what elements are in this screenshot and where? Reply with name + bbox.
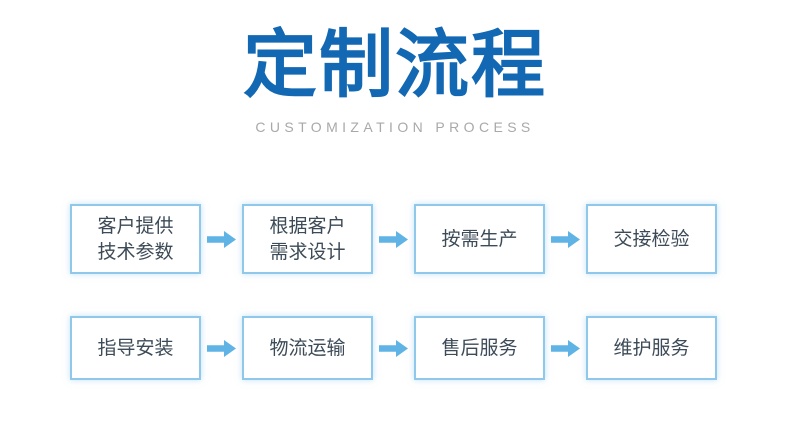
arrow-right-icon bbox=[373, 335, 414, 361]
flow-step-line: 技术参数 bbox=[97, 241, 174, 263]
flow-step-box[interactable]: 客户提供 技术参数 bbox=[70, 204, 201, 274]
arrow-right-icon bbox=[545, 335, 586, 361]
flow-step-line: 售后服务 bbox=[441, 337, 518, 359]
flow-step-line: 客户提供 bbox=[97, 215, 174, 237]
flow-step-line: 按需生产 bbox=[441, 228, 518, 250]
flow-step-box[interactable]: 按需生产 bbox=[414, 204, 545, 274]
page-title: 定制流程 bbox=[243, 22, 547, 108]
arrow-right-icon bbox=[201, 226, 242, 252]
flow-step-line: 指导安装 bbox=[97, 337, 174, 359]
flow-step-box[interactable]: 交接检验 bbox=[586, 204, 717, 274]
flow-row-2: 指导安装 物流运输 售后服务 维护服务 bbox=[70, 316, 717, 380]
flow-step-line: 根据客户 bbox=[269, 215, 346, 237]
flow-row-1: 客户提供 技术参数 根据客户 需求设计 按需生产 交接检验 bbox=[70, 204, 717, 274]
flow-step-box[interactable]: 维护服务 bbox=[586, 316, 717, 380]
arrow-right-icon bbox=[201, 335, 242, 361]
page-subtitle: CUSTOMIZATION PROCESS bbox=[255, 119, 535, 135]
arrow-right-icon bbox=[373, 226, 414, 252]
flow-step-box[interactable]: 物流运输 bbox=[242, 316, 373, 380]
flow-step-box[interactable]: 售后服务 bbox=[414, 316, 545, 380]
flow-step-line: 交接检验 bbox=[613, 228, 690, 250]
flow-step-box[interactable]: 指导安装 bbox=[70, 316, 201, 380]
page-header: 定制流程 CUSTOMIZATION PROCESS bbox=[0, 22, 790, 136]
flow-step-line: 需求设计 bbox=[269, 241, 346, 263]
flow-step-line: 物流运输 bbox=[269, 337, 346, 359]
arrow-right-icon bbox=[545, 226, 586, 252]
flow-step-line: 维护服务 bbox=[613, 337, 690, 359]
flow-step-box[interactable]: 根据客户 需求设计 bbox=[242, 204, 373, 274]
